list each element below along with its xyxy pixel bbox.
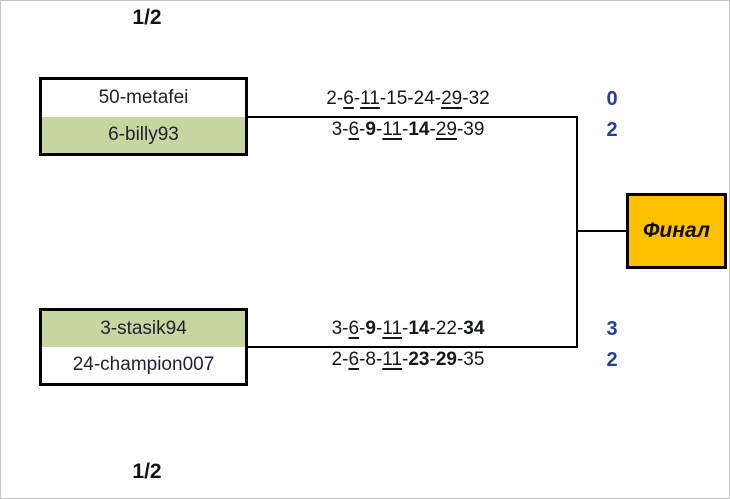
player-name-champion007: 24-champion007 — [72, 354, 215, 375]
bracket-line-bottom — [248, 346, 578, 348]
set-sequence-billy93: 3-6-9-11-14-29-39 — [331, 119, 485, 140]
score-metafei: 0 — [606, 88, 618, 110]
round-label-bottom: 1/2 — [132, 460, 162, 483]
player-name-metafei: 50-metafei — [98, 87, 189, 109]
set-sequence-metafei: 2-6-11-15-24-29-32 — [326, 88, 490, 109]
bracket-line-top — [248, 116, 578, 118]
score-stasik94: 3 — [606, 318, 618, 340]
player-name-stasik94: 3-stasik94 — [42, 311, 245, 347]
set-sequence-stasik94: 3-6-9-11-14-22-34 — [331, 318, 485, 339]
bracket-line-vertical — [576, 116, 578, 348]
round-label-top: 1/2 — [132, 6, 162, 29]
final-box: Финал — [626, 193, 727, 269]
match-1-box: 50-metafei 6-billy93 — [39, 77, 248, 156]
bracket-line-to-final — [578, 230, 626, 232]
score-champion007: 2 — [606, 349, 618, 371]
match-2-box: 3-stasik94 24-champion007 — [39, 308, 248, 386]
player-name-billy93: 6-billy93 — [42, 116, 245, 153]
set-sequence-champion007: 2-6-8-11-23-29-35 — [331, 349, 485, 370]
score-billy93: 2 — [606, 119, 618, 141]
